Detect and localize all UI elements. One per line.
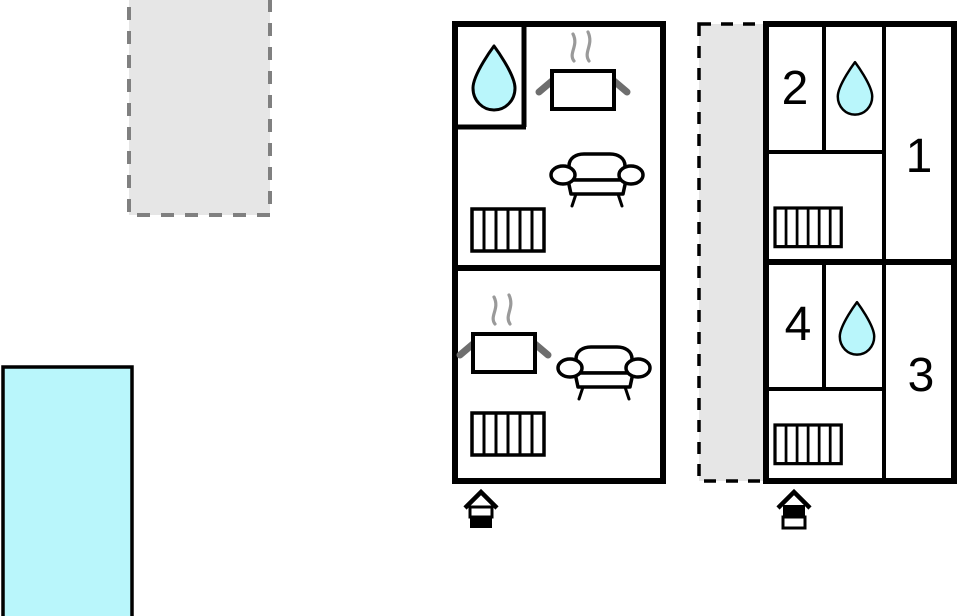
- staircase-icon: [470, 411, 546, 457]
- staircase-icon: [470, 207, 546, 253]
- right-building[interactable]: 2 1 4 3: [763, 21, 957, 528]
- staircase-icon: [773, 423, 843, 466]
- dashed-terrace-area: [127, 0, 272, 217]
- room-number-4: 4: [785, 298, 812, 351]
- terrace-outline: [127, 0, 272, 217]
- swimming-pool: [1, 365, 134, 616]
- left-building[interactable]: [452, 21, 666, 528]
- right-lower-unit[interactable]: 4 3: [768, 265, 934, 478]
- room-number-2: 2: [782, 62, 809, 115]
- terrace-strip-outline: [697, 22, 767, 483]
- room-number-3: 3: [908, 349, 935, 402]
- room-number-1: 1: [906, 130, 933, 183]
- left-upper-unit[interactable]: [457, 27, 645, 253]
- right-upper-unit[interactable]: 2 1: [768, 27, 932, 259]
- staircase-icon: [773, 206, 843, 249]
- dashed-terrace-strip: [697, 22, 767, 483]
- pool-outline: [1, 365, 134, 616]
